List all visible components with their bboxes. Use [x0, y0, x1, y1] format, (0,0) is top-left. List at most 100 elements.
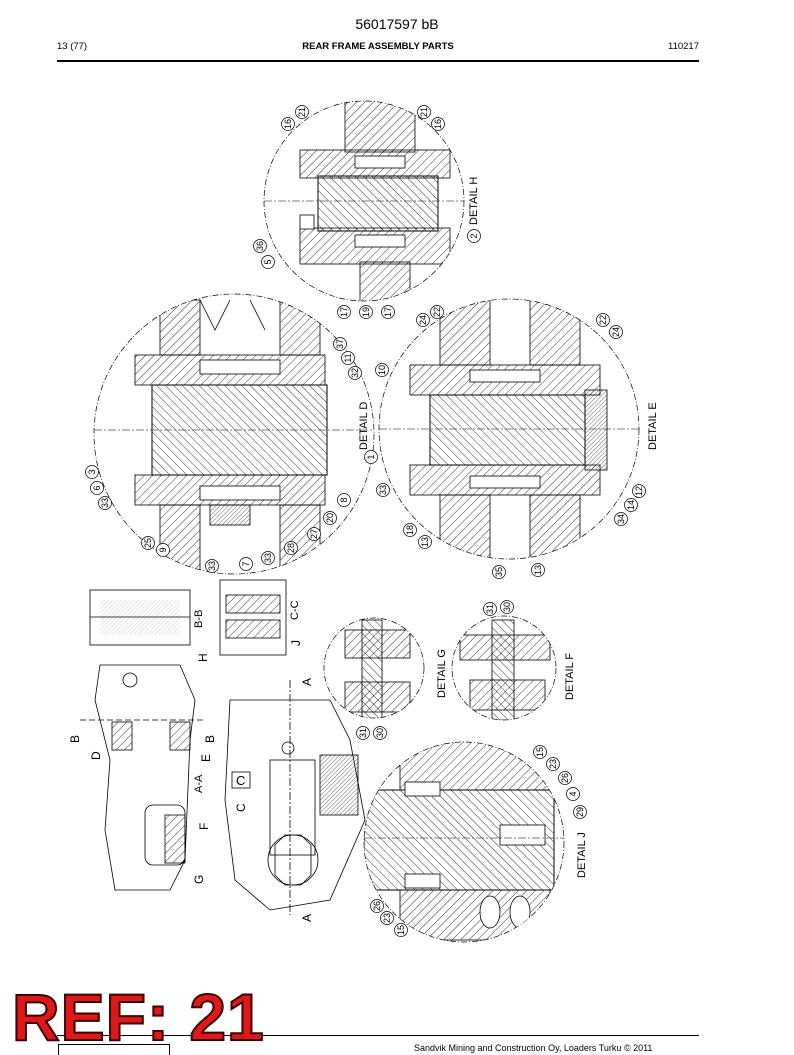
- balloon: 36: [253, 239, 267, 253]
- svg-text:26: 26: [372, 901, 382, 911]
- detail-f-label: DETAIL F: [564, 653, 576, 700]
- svg-text:30: 30: [375, 728, 385, 738]
- detail-g-label: DETAIL G: [436, 649, 448, 698]
- section-c-top: C: [236, 773, 245, 788]
- balloon: 16: [431, 117, 445, 131]
- section-f-label: F: [197, 823, 211, 830]
- svg-text:29: 29: [575, 807, 585, 817]
- balloons-detail-h: 21 16 21 16 2 36 5 17 19 17: [253, 105, 481, 319]
- svg-text:14: 14: [626, 500, 636, 510]
- svg-text:36: 36: [255, 241, 265, 251]
- svg-text:13: 13: [420, 537, 430, 547]
- section-bb-label: B-B: [193, 610, 205, 628]
- detail-d-view: [93, 293, 375, 575]
- balloon: 21: [295, 105, 309, 119]
- svg-text:7: 7: [241, 561, 251, 566]
- svg-text:37: 37: [335, 339, 345, 349]
- svg-text:6: 6: [92, 485, 102, 490]
- balloon: 5: [261, 255, 275, 269]
- svg-text:8: 8: [339, 497, 349, 502]
- balloons-detail-e: 24 22 22 24 10 1 33 18 13 35 13 34 14 12: [364, 305, 646, 579]
- svg-text:19: 19: [361, 307, 371, 317]
- balloon: 17: [381, 305, 395, 319]
- svg-text:18: 18: [405, 525, 415, 535]
- detail-e-label: DETAIL E: [647, 402, 659, 450]
- svg-text:27: 27: [309, 529, 319, 539]
- svg-text:2: 2: [469, 233, 479, 238]
- ref-label: REF: 21: [11, 980, 265, 1054]
- balloons-detail-j: 15 23 26 4 29 26 23 15: [370, 745, 587, 937]
- section-cc-label: C-C: [289, 600, 301, 620]
- svg-text:31: 31: [485, 604, 495, 614]
- copyright-text: Sandvik Mining and Construction Oy, Load…: [414, 1043, 653, 1053]
- svg-text:34: 34: [616, 514, 626, 524]
- balloon: 16: [281, 117, 295, 131]
- svg-text:30: 30: [502, 602, 512, 612]
- section-b-left: B: [68, 735, 82, 743]
- balloon: 19: [359, 305, 373, 319]
- balloon: 17: [337, 305, 351, 319]
- svg-text:15: 15: [396, 925, 406, 935]
- balloons-detail-fg: 31 30 31 30: [356, 600, 514, 740]
- section-g-label: G: [192, 875, 206, 884]
- svg-text:21: 21: [419, 107, 429, 117]
- balloon: 21: [417, 105, 431, 119]
- svg-text:15: 15: [535, 747, 545, 757]
- page-title: REAR FRAME ASSEMBLY PARTS: [302, 41, 454, 52]
- section-aa-label: A-A: [193, 774, 205, 793]
- detail-h-label: DETAIL H: [468, 177, 480, 225]
- detail-h-view: [263, 100, 465, 302]
- svg-text:3: 3: [87, 469, 97, 474]
- header-rule: [57, 60, 699, 62]
- svg-text:5: 5: [263, 259, 273, 264]
- svg-text:26: 26: [560, 773, 570, 783]
- svg-text:1: 1: [366, 454, 376, 459]
- section-a-top: A: [300, 678, 314, 686]
- section-j-label: J: [289, 640, 303, 646]
- svg-text:16: 16: [283, 119, 293, 129]
- balloon: 2: [467, 229, 481, 243]
- section-b-right: B: [203, 735, 217, 743]
- svg-text:11: 11: [343, 353, 353, 362]
- svg-text:22: 22: [598, 315, 608, 325]
- balloons-detail-d: 37 11 32 3 6 33 25 9 33 7 33 28 27 20 8: [85, 337, 362, 573]
- svg-text:28: 28: [286, 543, 296, 553]
- svg-text:22: 22: [432, 307, 442, 317]
- svg-text:16: 16: [433, 119, 443, 129]
- svg-text:23: 23: [382, 913, 392, 923]
- svg-text:25: 25: [143, 538, 153, 548]
- svg-text:33: 33: [263, 553, 273, 563]
- svg-text:24: 24: [611, 327, 621, 337]
- svg-text:13: 13: [533, 565, 543, 575]
- detail-f-view: [451, 615, 557, 721]
- company-logo: [58, 1044, 170, 1055]
- detail-j-label: DETAIL J: [576, 832, 588, 878]
- detail-e-view: [378, 298, 640, 560]
- detail-j-view: [363, 741, 565, 943]
- svg-text:33: 33: [378, 485, 388, 495]
- page-number: 13 (77): [57, 41, 88, 52]
- svg-text:24: 24: [418, 315, 428, 325]
- section-a-bottom: A: [300, 914, 314, 922]
- svg-text:21: 21: [297, 107, 307, 117]
- document-number: 56017597 bB: [355, 16, 439, 32]
- detail-g-view: [323, 617, 425, 719]
- section-e-label: E: [199, 754, 213, 762]
- svg-text:9: 9: [158, 547, 168, 552]
- section-c-side: C: [234, 803, 248, 812]
- svg-text:33: 33: [207, 561, 217, 571]
- svg-text:31: 31: [358, 728, 368, 738]
- svg-text:17: 17: [383, 307, 393, 317]
- svg-text:32: 32: [350, 368, 360, 378]
- svg-text:33: 33: [100, 498, 110, 508]
- revision-code: 110217: [668, 41, 699, 52]
- svg-text:23: 23: [548, 759, 558, 769]
- svg-text:35: 35: [494, 567, 504, 577]
- detail-d-label: DETAIL D: [358, 402, 370, 450]
- footer-rule: [57, 1035, 699, 1036]
- svg-text:10: 10: [377, 365, 387, 375]
- section-d-label: D: [89, 751, 103, 760]
- svg-text:20: 20: [325, 513, 335, 523]
- svg-text:12: 12: [634, 486, 644, 496]
